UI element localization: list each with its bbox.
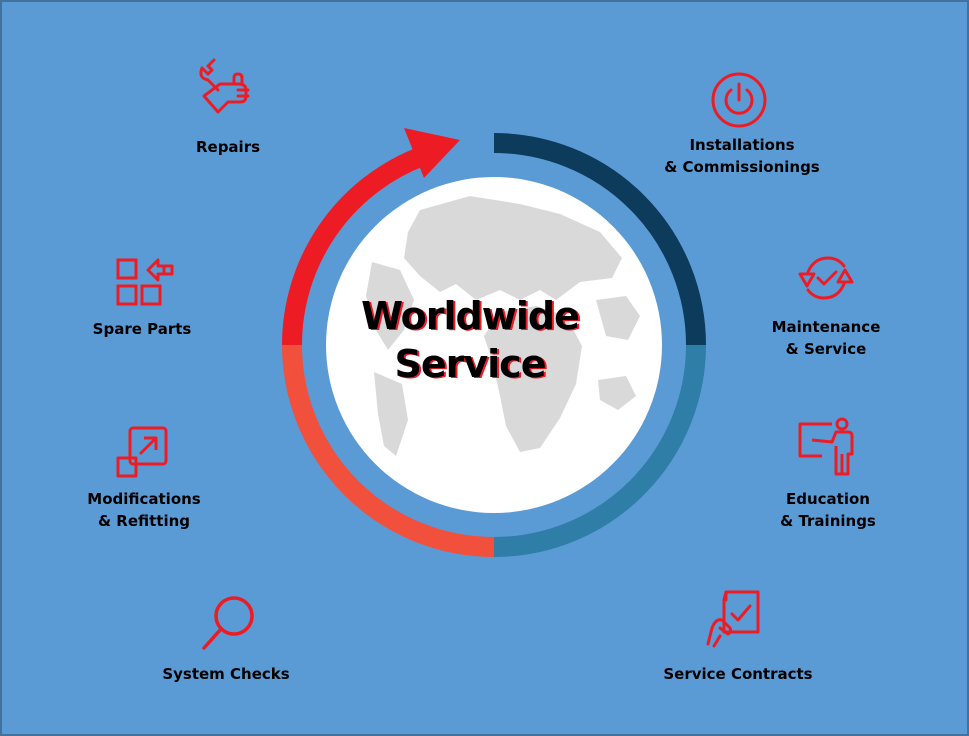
service-modifications: Modifications & Refitting bbox=[34, 488, 254, 532]
globe-map-icon bbox=[366, 196, 640, 456]
service-maintenance: Maintenance & Service bbox=[716, 316, 936, 360]
service-label-line: Spare Parts bbox=[92, 320, 192, 338]
service-label-line: Service Contracts bbox=[663, 665, 813, 683]
service-system-checks: System Checks bbox=[116, 663, 336, 685]
wrench-hand-icon bbox=[194, 56, 258, 120]
service-contracts: Service Contracts bbox=[628, 663, 848, 685]
service-label-line: Installations bbox=[689, 136, 795, 154]
service-label-line: Modifications bbox=[87, 490, 201, 508]
service-education: Education & Trainings bbox=[718, 488, 938, 532]
title-line-1: Worldwide bbox=[361, 294, 580, 338]
service-label-line: & Trainings bbox=[780, 512, 876, 530]
service-label-line: & Service bbox=[785, 340, 867, 358]
service-label-line: & Refitting bbox=[97, 512, 191, 530]
service-label-line: & Commissionings bbox=[664, 158, 820, 176]
arrow-head bbox=[404, 128, 460, 178]
contract-hand-icon bbox=[702, 588, 766, 652]
service-repairs: Repairs bbox=[118, 136, 338, 158]
magnifier-icon bbox=[196, 592, 260, 656]
cycle-check-icon bbox=[794, 246, 858, 310]
arc-navy-segment bbox=[493, 133, 706, 346]
service-label-line: Maintenance bbox=[771, 318, 881, 336]
arc-red-segment bbox=[282, 147, 424, 346]
title-line-2: Service bbox=[394, 342, 547, 386]
presenter-board-icon bbox=[796, 416, 860, 480]
service-spare-parts: Spare Parts bbox=[32, 318, 252, 340]
service-label-line: Education bbox=[786, 490, 870, 508]
service-label-line: Repairs bbox=[195, 138, 261, 156]
service-label-line: System Checks bbox=[162, 665, 290, 683]
parts-grid-icon bbox=[112, 252, 176, 316]
arc-teal-segment bbox=[493, 344, 706, 557]
service-installations: Installations & Commissionings bbox=[632, 134, 852, 178]
power-icon bbox=[707, 68, 771, 132]
arc-red-light-segment bbox=[282, 344, 495, 557]
diagram-title: Worldwide Service bbox=[340, 292, 600, 388]
modify-arrow-icon bbox=[112, 422, 176, 486]
